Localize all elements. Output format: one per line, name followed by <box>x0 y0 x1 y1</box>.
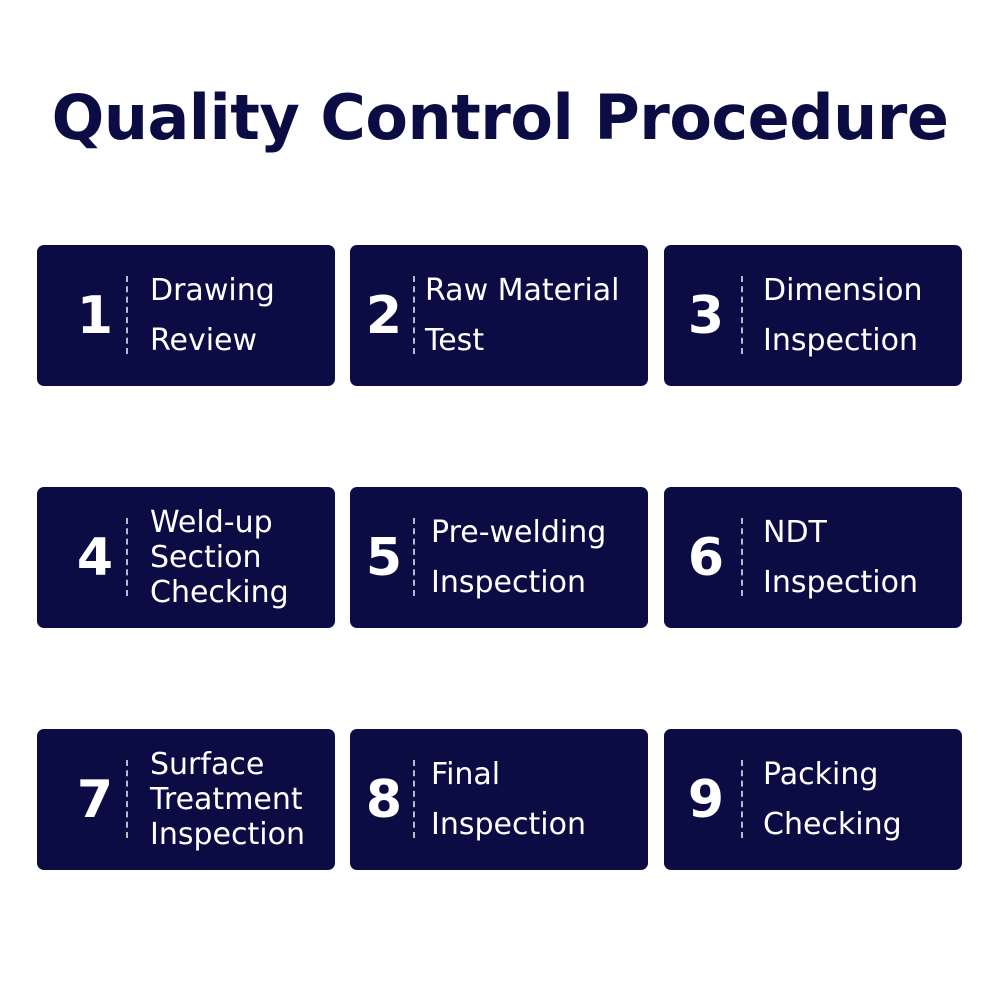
step-label: Packing Checking <box>763 729 956 870</box>
step-label-line: Final <box>431 756 501 792</box>
step-divider <box>126 276 128 354</box>
step-card-7: 7 Surface Treatment Inspection <box>37 729 335 870</box>
step-label: Final Inspection <box>431 729 642 870</box>
step-label-line: Checking <box>150 575 289 610</box>
step-number: 9 <box>687 769 725 830</box>
step-divider <box>126 518 128 596</box>
step-label-line: Pre-welding <box>431 514 607 550</box>
step-number: 8 <box>365 769 403 830</box>
step-label-line: Section <box>150 540 262 575</box>
step-divider <box>741 760 743 838</box>
page-title: Quality Control Procedure <box>51 81 949 154</box>
step-divider <box>413 518 415 596</box>
step-label-line: Inspection <box>150 817 305 852</box>
step-label-line: Treatment <box>150 782 303 817</box>
step-card-3: 3 Dimension Inspection <box>664 245 962 386</box>
step-card-8: 8 Final Inspection <box>350 729 648 870</box>
step-card-9: 9 Packing Checking <box>664 729 962 870</box>
step-divider <box>741 518 743 596</box>
step-label: Raw Material Test <box>425 245 642 386</box>
step-number: 4 <box>76 527 114 588</box>
step-divider <box>413 276 415 354</box>
step-number: 5 <box>365 527 403 588</box>
step-label-line: Raw Material <box>425 272 620 308</box>
step-label-line: Review <box>150 322 258 358</box>
step-number: 3 <box>687 285 725 346</box>
step-number: 2 <box>365 285 403 346</box>
step-divider <box>126 760 128 838</box>
step-divider <box>741 276 743 354</box>
step-label-line: Inspection <box>431 564 586 600</box>
step-label-line: Inspection <box>431 806 586 842</box>
step-label-line: NDT <box>763 514 827 550</box>
step-label-line: Inspection <box>763 564 918 600</box>
step-label: Surface Treatment Inspection <box>150 729 329 870</box>
step-card-4: 4 Weld-up Section Checking <box>37 487 335 628</box>
step-label-line: Dimension <box>763 272 923 308</box>
step-label-line: Surface <box>150 747 265 782</box>
step-card-1: 1 Drawing Review <box>37 245 335 386</box>
step-divider <box>413 760 415 838</box>
step-label-line: Packing <box>763 756 879 792</box>
step-label: NDT Inspection <box>763 487 956 628</box>
step-number: 1 <box>76 285 114 346</box>
step-label-line: Checking <box>763 806 902 842</box>
step-label: Dimension Inspection <box>763 245 956 386</box>
step-label: Drawing Review <box>150 245 329 386</box>
step-label-line: Weld-up <box>150 505 273 540</box>
step-label-line: Test <box>425 322 485 358</box>
step-number: 7 <box>76 769 114 830</box>
step-card-5: 5 Pre-welding Inspection <box>350 487 648 628</box>
step-label-line: Inspection <box>763 322 918 358</box>
step-label-line: Drawing <box>150 272 275 308</box>
step-label: Weld-up Section Checking <box>150 487 329 628</box>
step-label: Pre-welding Inspection <box>431 487 642 628</box>
step-card-6: 6 NDT Inspection <box>664 487 962 628</box>
step-card-2: 2 Raw Material Test <box>350 245 648 386</box>
step-number: 6 <box>687 527 725 588</box>
